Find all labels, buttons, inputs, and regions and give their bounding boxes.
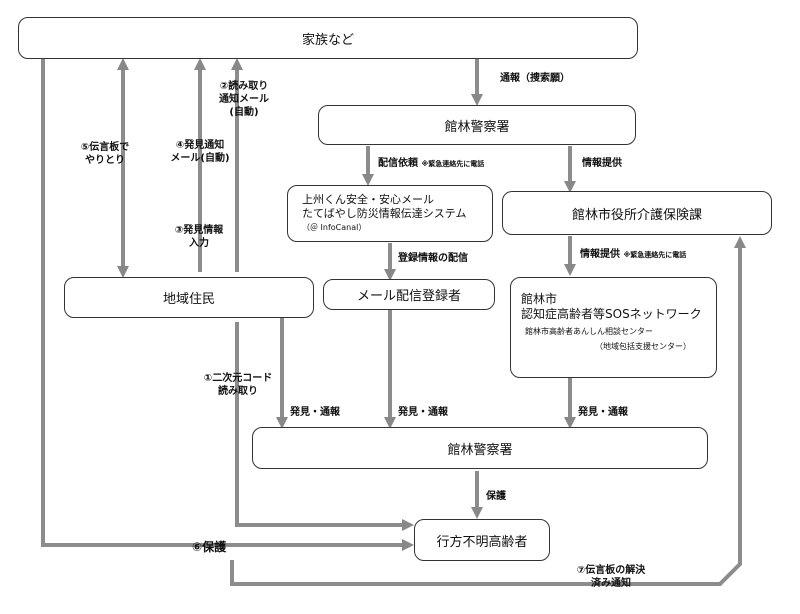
label-info-provide-1: 情報提供 (582, 158, 622, 169)
label-step7: ⑦伝言板の解決 済み通知 (572, 564, 650, 590)
mail-registrants-box: メール配信登録者 (323, 279, 495, 310)
police-top-label: 館林警察署 (444, 119, 510, 135)
label-delivery-request: 配信依頼 ※緊急連絡先に電話 (378, 157, 484, 171)
police-bottom-label: 館林警察署 (447, 442, 513, 458)
police-bottom-box: 館林警察署 (252, 427, 708, 469)
delivery-request-text: 配信依頼 (378, 158, 418, 169)
missing-elderly-label: 行方不明高齢者 (436, 534, 528, 550)
label-found-report-3: 発見・通報 (578, 407, 628, 418)
step2-line2: 通知メール (219, 94, 269, 105)
sos-line2: 認知症高齢者等SOSネットワーク (521, 307, 702, 321)
label-protect: 保護 (486, 491, 506, 502)
label-info-provide-2: 情報提供 ※緊急連絡先に電話 (580, 248, 686, 262)
label-report-search: 通報（捜索願） (500, 73, 570, 84)
mail-system-line1: 上州くん安全・安心メール (302, 192, 434, 206)
label-found-report-2: 発見・通報 (398, 407, 448, 418)
step2-line1: ②読み取り (219, 81, 269, 92)
mail-system-box: 上州くん安全・安心メール たてばやし防災情報伝達システム （＠ InfoCana… (287, 185, 493, 242)
sos-line1: 館林市 (521, 292, 558, 306)
step3-line1: ③発見情報 (174, 225, 224, 236)
sos-network-box: 館林市 認知症高齢者等SOSネットワーク 館林市高齢者あんしん相談センター （地… (510, 277, 717, 378)
mail-system-line2: たてばやし防災情報伝達システム (302, 206, 467, 220)
mail-system-line3: （＠ InfoCanal） (302, 222, 367, 232)
info-provide-2-text: 情報提供 (580, 249, 620, 260)
step1-line1: ①二次元コード (203, 373, 273, 384)
arrow-qr-read (235, 322, 414, 531)
label-registration-delivery: 登録情報の配信 (398, 253, 468, 264)
delivery-request-note: ※緊急連絡先に電話 (421, 160, 485, 168)
label-step4: ④発見通知 メール(自動) (164, 139, 236, 165)
city-care-label: 館林市役所介護保険課 (571, 207, 702, 223)
city-care-box: 館林市役所介護保険課 (502, 191, 772, 235)
step5-line1: ⑤伝言板で (80, 142, 130, 153)
police-top-box: 館林警察署 (318, 105, 636, 145)
arrow-protect-family (41, 59, 414, 551)
label-step5: ⑤伝言板で やりとり (78, 141, 132, 167)
info-provide-2-note: ※緊急連絡先に電話 (623, 251, 687, 259)
step4-line1: ④発見通知 (175, 140, 225, 151)
step4-line2: メール(自動) (170, 153, 230, 164)
step3-line2: 入力 (189, 238, 209, 249)
step5-line2: やりとり (85, 155, 125, 166)
residents-label: 地域住民 (162, 292, 215, 307)
family-label: 家族など (301, 32, 354, 48)
residents-box: 地域住民 (64, 277, 314, 318)
label-found-report-1: 発見・通報 (290, 407, 340, 418)
arrow-resolved-notice (230, 236, 746, 586)
label-step3: ③発見情報 入力 (166, 224, 232, 250)
missing-elderly-box: 行方不明高齢者 (414, 519, 550, 561)
label-step6: ⑥保護 (192, 540, 227, 554)
step7-line2: 済み通知 (591, 578, 631, 589)
sos-sub2: （地域包括支援センター） (595, 342, 691, 351)
step7-line1: ⑦伝言板の解決 (576, 565, 646, 576)
step2-line3: (自動) (229, 107, 259, 118)
label-step2: ②読み取り 通知メール (自動) (214, 80, 274, 119)
mail-registrants-label: メール配信登録者 (356, 289, 461, 304)
step1-line2: 読み取り (218, 386, 258, 397)
family-box: 家族など (18, 17, 638, 59)
sos-sub1: 館林市高齢者あんしん相談センター (525, 327, 653, 336)
label-step1: ①二次元コード 読み取り (200, 372, 276, 398)
